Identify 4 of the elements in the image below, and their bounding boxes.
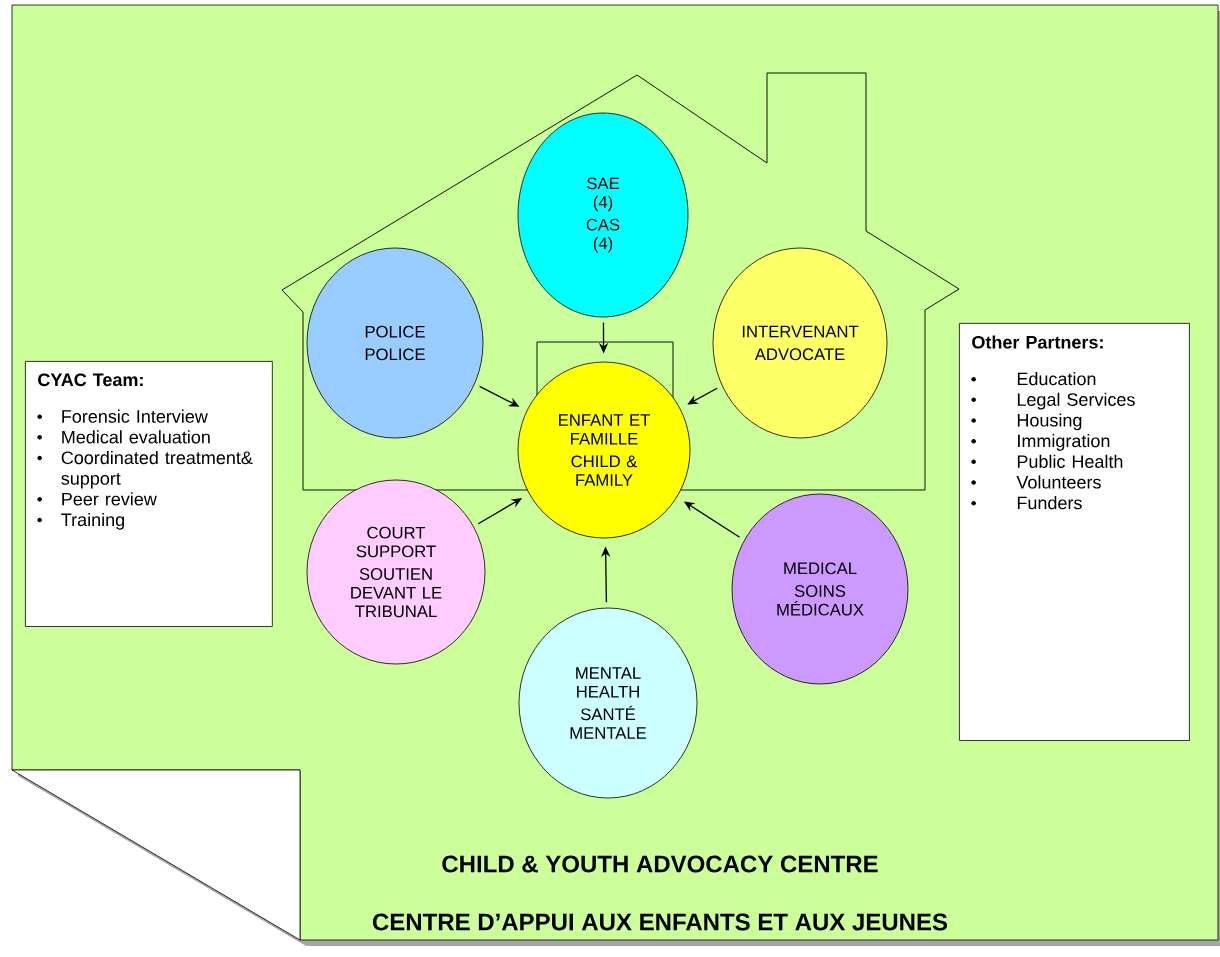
title-text: CHILD & YOUTH ADVOCACY CENTRE bbox=[442, 855, 878, 873]
text-box: Other Partners: Education Legal Services Housing Immigration Public Health Volunteers Funders bbox=[959, 323, 1190, 741]
title-text: CENTRE D’APPUI AUX ENFANTS ET AUX JEUNES bbox=[372, 913, 948, 931]
text-box: CYAC Team: Forensic Interview Medical evaluation Coordinated treatment& support Peer review Training bbox=[25, 361, 273, 627]
